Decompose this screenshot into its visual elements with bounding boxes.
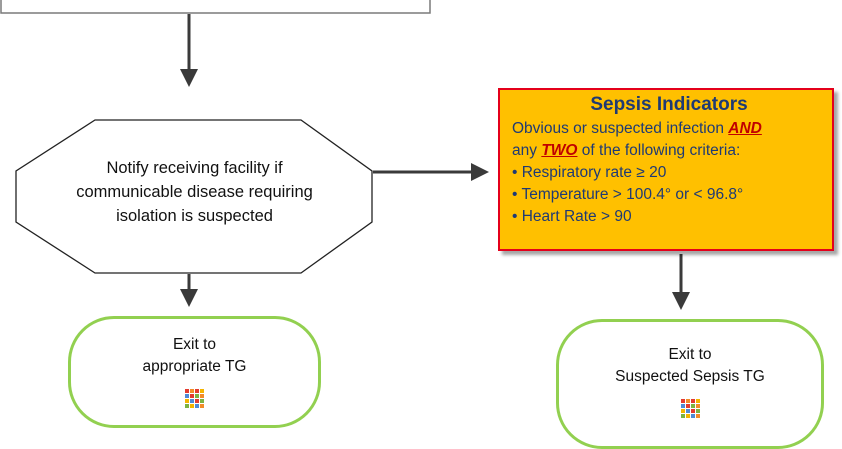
and-keyword: AND	[728, 120, 762, 137]
criteria-suffix: of the following criteria:	[581, 142, 741, 159]
criteria-item: • Respiratory rate ≥ 20	[512, 164, 667, 181]
exit-suspected-sepsis-tg[interactable]: Exit to Suspected Sepsis TG	[556, 319, 824, 449]
exit-line: Exit to	[668, 346, 712, 363]
exit-appropriate-tg[interactable]: Exit to appropriate TG	[68, 316, 321, 428]
sepsis-intro: Obvious or suspected infection AND	[512, 118, 826, 140]
criteria-item: • Heart Rate > 90	[512, 208, 632, 225]
exit-line: Suspected Sepsis TG	[615, 368, 765, 385]
notify-line: Notify receiving facility if	[106, 159, 283, 177]
criteria-list: • Respiratory rate ≥ 20 • Temperature > …	[512, 162, 826, 228]
criteria-prefix: any	[512, 142, 537, 159]
treatment-guideline-icon[interactable]	[680, 399, 700, 418]
flow-connectors	[0, 0, 690, 310]
notify-octagon-shape	[15, 119, 373, 274]
sepsis-title: Sepsis Indicators	[590, 94, 748, 115]
exit-line: Exit to	[172, 336, 217, 353]
two-keyword: TWO	[541, 142, 578, 159]
sepsis-indicators-box: Sepsis Indicators Obvious or suspected i…	[498, 88, 834, 251]
previous-step-box	[0, 0, 431, 14]
notify-line: communicable disease requiring	[76, 183, 313, 201]
notify-text: Notify receiving facility if communicabl…	[42, 156, 347, 228]
notify-line: isolation is suspected	[116, 207, 273, 225]
sepsis-intro-text: Obvious or suspected infection	[512, 120, 724, 137]
exit-line: appropriate TG	[142, 358, 247, 375]
treatment-guideline-icon[interactable]	[185, 389, 204, 408]
sepsis-criteria-line: any TWO of the following criteria:	[512, 140, 826, 162]
criteria-item: • Temperature > 100.4° or < 96.8°	[512, 186, 744, 203]
